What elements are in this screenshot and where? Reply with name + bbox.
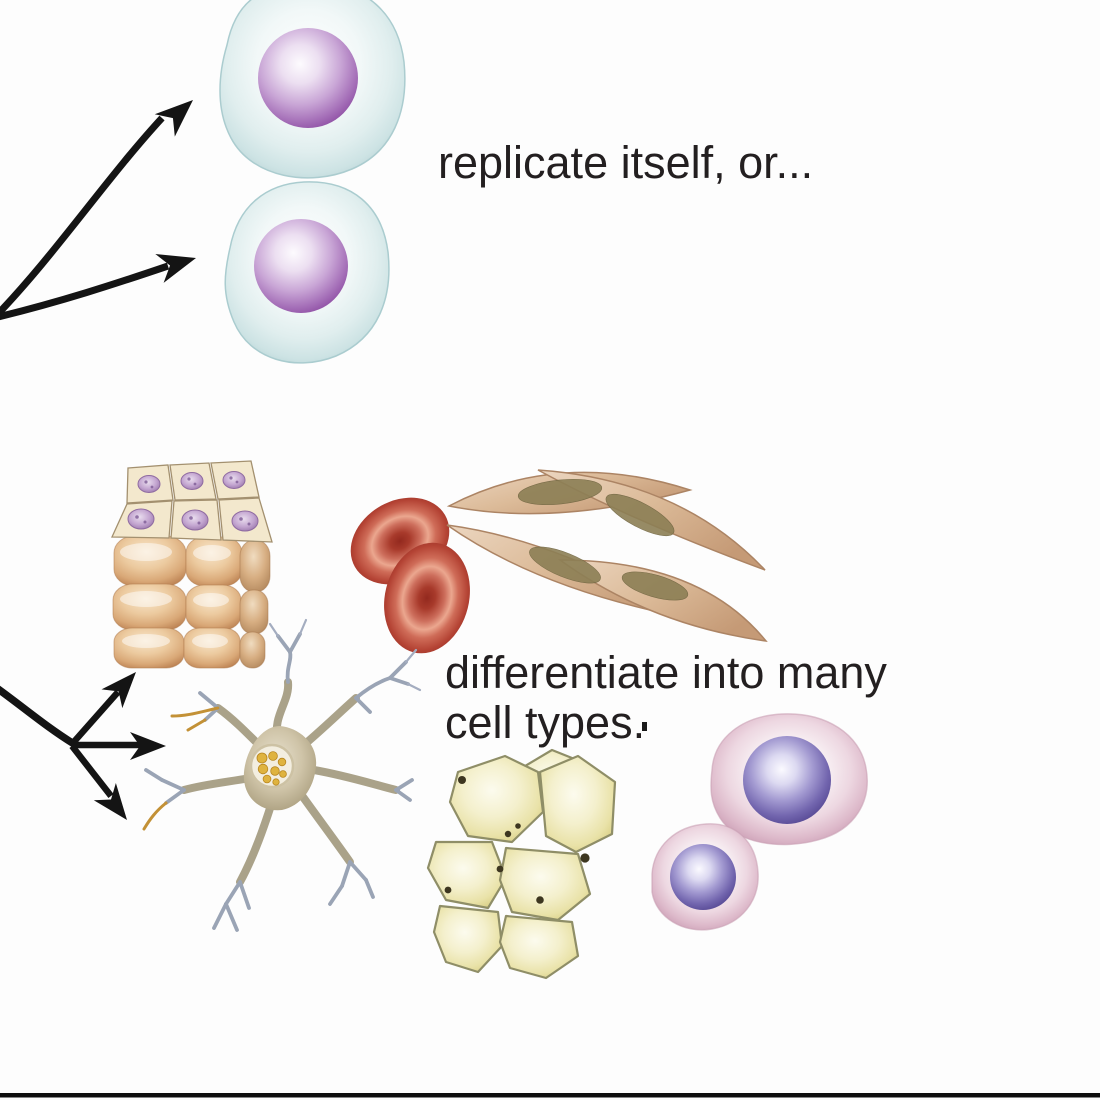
red-blood-cells [350,497,470,654]
nucleus [743,736,831,824]
immune-cell-small [651,823,759,931]
epithelial-tissue-block [110,460,273,669]
differentiate-arrows [0,672,166,820]
differentiate-label-line2: cell types. [445,697,645,748]
nucleus [254,219,348,313]
arrow-branch-down [69,744,114,798]
arrowhead-icon [101,672,136,709]
arrowhead-icon [130,732,166,760]
replicate-arrows [0,100,196,321]
fat-cell-nuclei [444,776,590,904]
nucleus [258,28,358,128]
arrow-branch-up [69,689,121,747]
stem-cell-daughter-top [219,0,406,179]
neuron [142,618,422,932]
stray-mark [642,722,647,731]
immune-cell-large [710,713,868,846]
neuron-granules [256,751,287,786]
arrow-stem [0,685,76,748]
arrowhead-icon [93,783,127,820]
nucleus [670,844,736,910]
arrow-curve-top [0,115,165,317]
arrowhead-icon [154,100,193,137]
arrowhead-icon [155,254,196,283]
stem-cell-daughter-bottom [224,181,390,364]
adipose-fat-cells [426,748,617,980]
neuron-nucleus [249,743,295,789]
bottom-border-line [0,1093,1100,1098]
differentiate-label-line1: differentiate into many [445,647,887,698]
muscle-nuclei [517,478,689,601]
replicate-label: replicate itself, or... [438,137,813,188]
arrow-curve-bottom [0,262,170,321]
smooth-muscle-cells [446,469,768,643]
